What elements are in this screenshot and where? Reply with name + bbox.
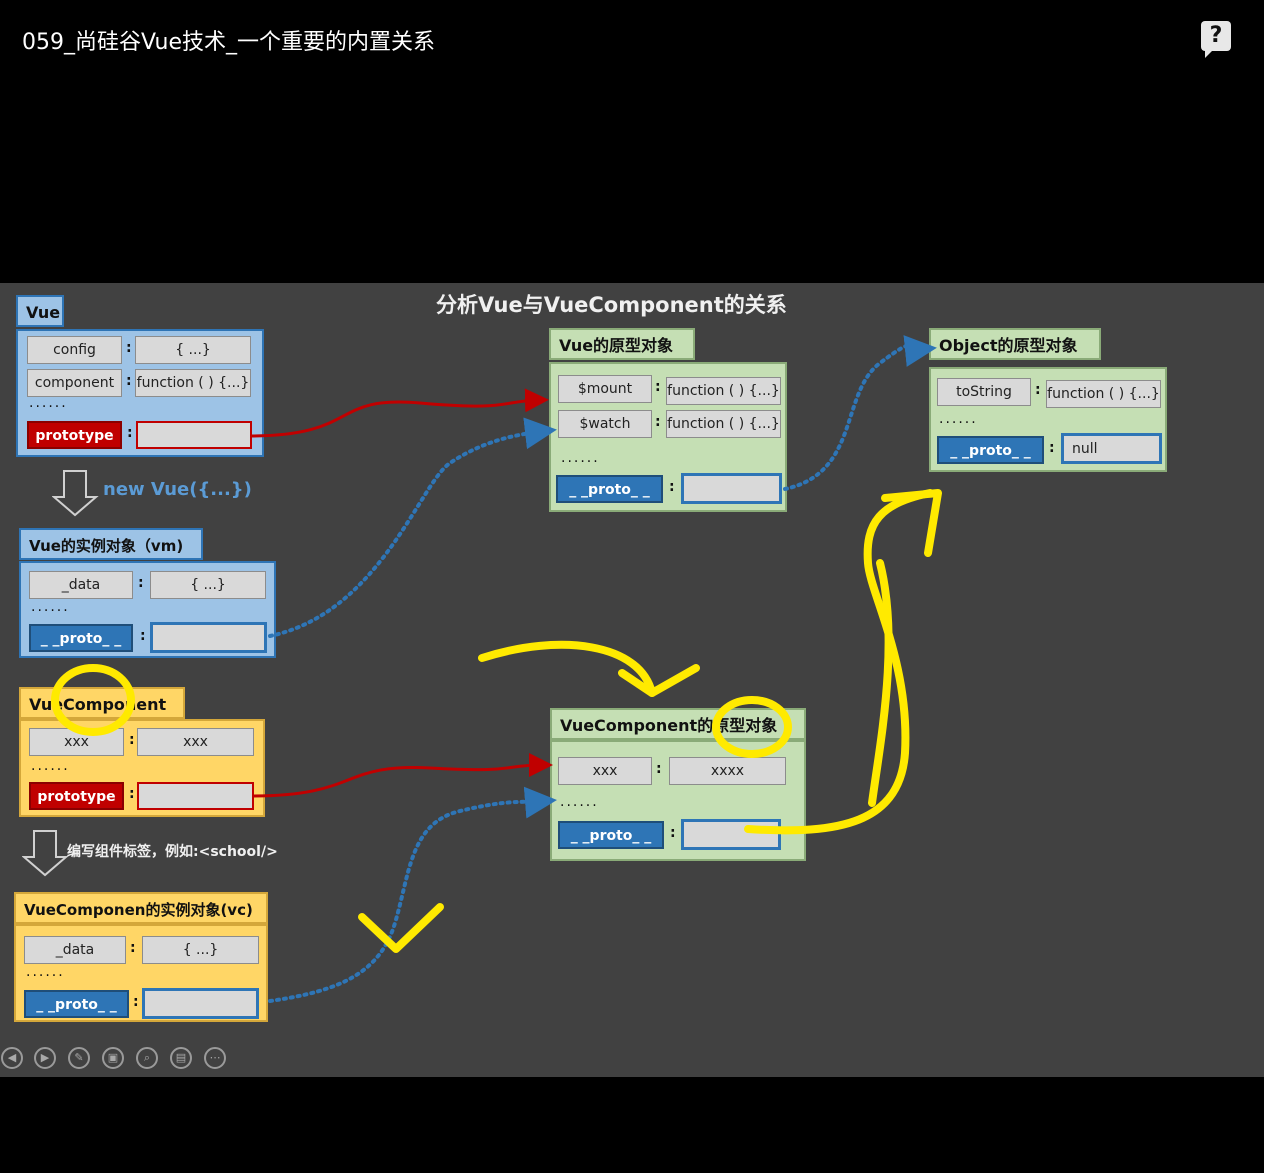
vuecomponent-value: xxx bbox=[137, 728, 254, 756]
vm-panel: _data : { ...} ...... _ _proto_ _ : bbox=[19, 561, 276, 658]
vc-proto-dots: ...... bbox=[560, 794, 599, 810]
vm-key-data: _data bbox=[29, 571, 133, 599]
vuecomponent-dots: ...... bbox=[31, 758, 70, 774]
vue-proto-key-watch: $watch bbox=[558, 410, 652, 438]
object-proto-proto-key: _ _proto_ _ bbox=[937, 436, 1044, 464]
object-proto-key-tostring: toString bbox=[937, 378, 1031, 406]
vue-prototype-key: prototype bbox=[27, 421, 122, 449]
blue-dotted-arrow bbox=[783, 335, 937, 491]
colon: : bbox=[656, 761, 662, 777]
vuecomponent-panel: xxx : xxx ...... prototype : bbox=[19, 719, 265, 817]
vc-key-data: _data bbox=[24, 936, 126, 964]
vc-proto-proto-value bbox=[681, 819, 781, 850]
vuecomponent-tab: VueComponent bbox=[19, 687, 185, 719]
vm-proto-key: _ _proto_ _ bbox=[29, 624, 133, 652]
slide-title: 分析Vue与VueComponent的关系 bbox=[436, 293, 787, 317]
colon: : bbox=[1035, 382, 1041, 398]
vm-proto-value bbox=[150, 622, 267, 653]
colon: : bbox=[140, 628, 146, 644]
colon: : bbox=[669, 479, 675, 495]
vue-proto-value-mount: function ( ) {...} bbox=[666, 377, 781, 405]
vuecomponent-prototype-value bbox=[137, 782, 254, 810]
colon: : bbox=[655, 379, 661, 395]
yellow-annotations bbox=[51, 489, 942, 953]
vue-proto-proto-value bbox=[681, 473, 782, 504]
object-proto-dots: ...... bbox=[939, 411, 978, 427]
object-proto-value-tostring: function ( ) {...} bbox=[1046, 380, 1161, 408]
vc-proto-value: xxxx bbox=[669, 757, 786, 785]
colon: : bbox=[126, 340, 132, 356]
colon: : bbox=[129, 732, 135, 748]
colon: : bbox=[1049, 440, 1055, 456]
vue-key-component: component bbox=[27, 369, 122, 397]
vue-proto-value-watch: function ( ) {...} bbox=[666, 410, 781, 438]
down-arrow-icon bbox=[52, 470, 99, 517]
vue-panel: config : { ...} component : function ( )… bbox=[16, 329, 264, 457]
slides-icon[interactable]: ▣ bbox=[102, 1047, 124, 1069]
vc-proto-panel: xxx : xxxx ...... _ _proto_ _ : bbox=[550, 740, 806, 861]
more-icon[interactable]: ⋯ bbox=[204, 1047, 226, 1069]
vc-proto-tab: VueComponent的原型对象 bbox=[550, 708, 806, 740]
colon: : bbox=[138, 575, 144, 591]
vue-key-config: config bbox=[27, 336, 122, 364]
red-arrow bbox=[249, 388, 549, 438]
vc-value-data: { ...} bbox=[142, 936, 259, 964]
colon: : bbox=[129, 786, 135, 802]
vue-tab: Vue bbox=[16, 295, 64, 327]
vue-proto-proto-key: _ _proto_ _ bbox=[556, 475, 663, 503]
vm-value-data: { ...} bbox=[150, 571, 266, 599]
write-tag-label: 编写组件标签，例如:<school/> bbox=[67, 844, 278, 860]
colon: : bbox=[130, 940, 136, 956]
slide: 分析Vue与VueComponent的关系 Vue config : { ...… bbox=[0, 283, 1264, 1077]
vue-dots: ...... bbox=[29, 395, 68, 411]
vc-proto-key: xxx bbox=[558, 757, 652, 785]
vc-panel: _data : { ...} ...... _ _proto_ _ : bbox=[14, 924, 268, 1022]
vue-proto-key-mount: $mount bbox=[558, 375, 652, 403]
colon: : bbox=[127, 425, 133, 441]
video-title: 059_尚硅谷Vue技术_一个重要的内置关系 bbox=[22, 30, 436, 55]
vc-proto-key: _ _proto_ _ bbox=[24, 990, 129, 1018]
colon: : bbox=[126, 373, 132, 389]
vue-proto-dots: ...... bbox=[561, 450, 600, 466]
new-vue-label: new Vue({...}) bbox=[103, 479, 252, 500]
red-arrow bbox=[251, 753, 553, 798]
zoom-icon[interactable]: ⌕ bbox=[136, 1047, 158, 1069]
help-icon[interactable]: ? bbox=[1201, 21, 1231, 58]
vue-value-config: { ...} bbox=[135, 336, 251, 364]
vue-value-component: function ( ) {...} bbox=[135, 369, 251, 397]
vc-dots: ...... bbox=[26, 964, 65, 980]
blue-dotted-arrow bbox=[268, 417, 557, 638]
vc-proto-value bbox=[142, 988, 259, 1019]
vc-proto-proto-key: _ _proto_ _ bbox=[558, 821, 664, 849]
vuecomponent-prototype-key: prototype bbox=[29, 782, 124, 810]
down-arrow-icon bbox=[22, 830, 69, 877]
colon: : bbox=[133, 994, 139, 1010]
next-icon[interactable]: ▶ bbox=[34, 1047, 56, 1069]
vm-tab: Vue的实例对象（vm) bbox=[19, 528, 203, 560]
object-proto-proto-value: null bbox=[1061, 433, 1162, 464]
subtitle-icon[interactable]: ▤ bbox=[170, 1047, 192, 1069]
object-proto-panel: toString : function ( ) {...} ...... _ _… bbox=[929, 367, 1167, 472]
colon: : bbox=[670, 825, 676, 841]
vc-tab: VueComponen的实例对象(vc) bbox=[14, 892, 268, 924]
vue-proto-tab: Vue的原型对象 bbox=[549, 328, 695, 360]
pen-icon[interactable]: ✎ bbox=[68, 1047, 90, 1069]
relation-arrows bbox=[51, 335, 942, 1003]
blue-dotted-arrow bbox=[268, 786, 557, 1003]
prev-icon[interactable]: ◀ bbox=[1, 1047, 23, 1069]
colon: : bbox=[655, 414, 661, 430]
object-proto-tab: Object的原型对象 bbox=[929, 328, 1101, 360]
vm-dots: ...... bbox=[31, 599, 70, 615]
